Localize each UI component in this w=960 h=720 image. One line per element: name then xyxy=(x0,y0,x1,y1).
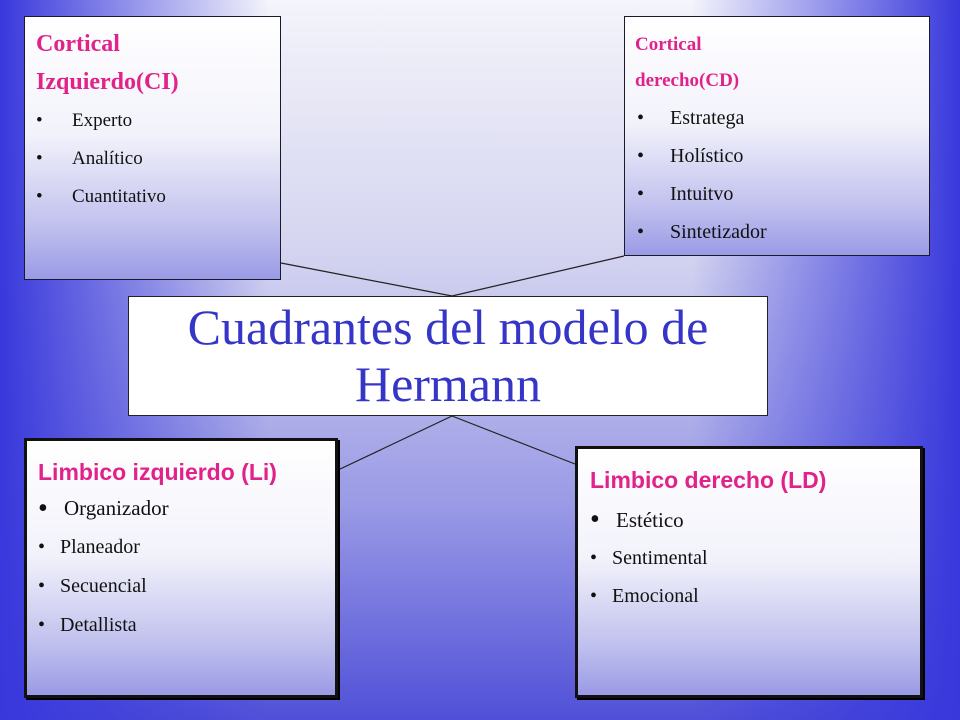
quadrant-cortical-izquierdo: Cortical Izquierdo(CI) Experto Analítico… xyxy=(24,16,281,280)
trait-list: Experto Analítico Cuantitativo xyxy=(36,102,280,216)
quadrant-title-line1: Cortical xyxy=(36,31,120,57)
trait-item: Estético xyxy=(590,501,920,539)
trait-item: Analítico xyxy=(36,140,280,178)
trait-list: Estratega Holístico Intuitvo Sintetizado… xyxy=(635,99,929,251)
connector-ld xyxy=(451,415,576,465)
quadrant-title: Limbico derecho (LD) xyxy=(590,467,827,493)
quadrant-title: Cortical Izquierdo(CI) xyxy=(36,29,280,98)
main-title-box: Cuadrantes del modelo de Hermann xyxy=(128,296,768,416)
trait-item: Estratega xyxy=(635,99,929,137)
trait-item: Detallista xyxy=(38,606,335,645)
trait-item: Organizador xyxy=(38,489,335,528)
trait-item: Cuantitativo xyxy=(36,178,280,216)
trait-item: Sentimental xyxy=(590,539,920,577)
quadrant-title-line2: Izquierdo(CI) xyxy=(36,69,179,95)
trait-list: Estético Sentimental Emocional xyxy=(590,501,920,615)
connector-ci xyxy=(280,262,453,297)
trait-item: Intuitvo xyxy=(635,175,929,213)
quadrant-title-line1: Cortical xyxy=(635,34,702,55)
trait-item: Sintetizador xyxy=(635,213,929,251)
connector-cd xyxy=(451,255,625,297)
quadrant-cortical-derecho: Cortical derecho(CD) Estratega Holístico… xyxy=(624,16,930,256)
quadrant-title: Limbico izquierdo (Li) xyxy=(38,459,277,485)
quadrant-limbico-izquierdo: Limbico izquierdo (Li) Organizador Plane… xyxy=(24,438,338,698)
trait-item: Experto xyxy=(36,102,280,140)
quadrant-limbico-derecho: Limbico derecho (LD) Estético Sentimenta… xyxy=(575,446,923,698)
trait-item: Planeador xyxy=(38,528,335,567)
page-title: Cuadrantes del modelo de Hermann xyxy=(187,299,709,412)
quadrant-title: Cortical derecho(CD) xyxy=(635,27,929,99)
trait-list: Organizador Planeador Secuencial Detalli… xyxy=(38,489,335,645)
trait-item: Emocional xyxy=(590,577,920,615)
connector-li xyxy=(337,415,453,471)
quadrant-title-line2: derecho(CD) xyxy=(635,70,740,91)
trait-item: Secuencial xyxy=(38,567,335,606)
trait-item: Holístico xyxy=(635,137,929,175)
